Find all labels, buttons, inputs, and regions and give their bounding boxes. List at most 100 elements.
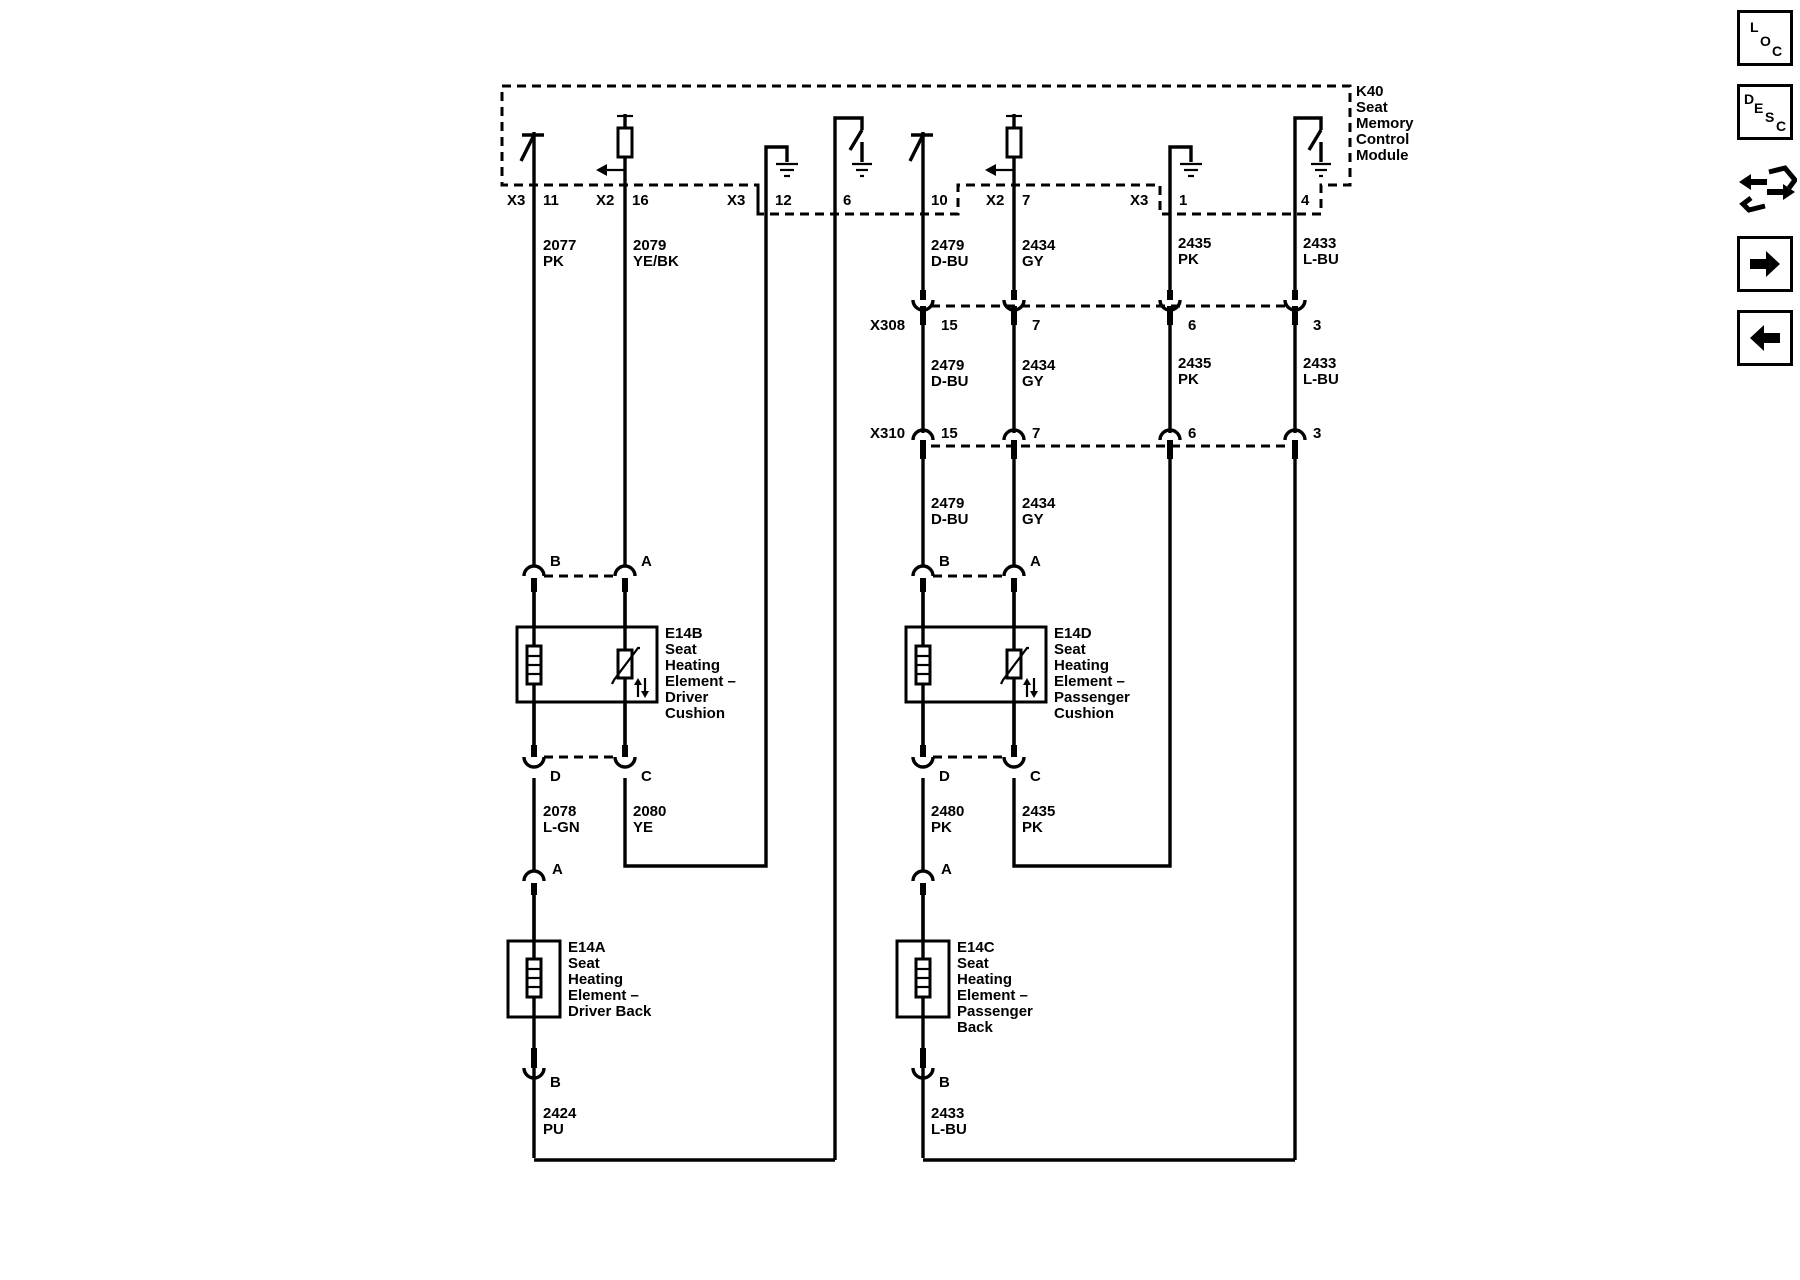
wire-2479-c-color: D-BU — [931, 511, 969, 528]
connector-x308 — [911, 290, 1307, 325]
e14b-pin-a: A — [641, 553, 652, 570]
e14b-label-4: Element – — [665, 673, 736, 690]
module-pullup-resistor-symbol-2 — [985, 114, 1023, 190]
description-letter-d: D — [1744, 91, 1755, 107]
e14a-label-4: Element – — [568, 987, 639, 1004]
connector-x310-pin-3: 6 — [1188, 425, 1196, 442]
connector-x308-pin-1: 15 — [941, 317, 958, 334]
wire-2480-num: 2480 — [931, 803, 964, 820]
wire-2434-a-num: 2434 — [1022, 237, 1056, 254]
e14b-label-6: Cushion — [665, 705, 725, 722]
e14a-label-2: Seat — [568, 955, 600, 972]
wire-2080-num: 2080 — [633, 803, 666, 820]
connector-icon[interactable] — [1737, 160, 1799, 220]
description-letter-c: C — [1776, 118, 1787, 134]
e14c-pin-b: B — [939, 1074, 950, 1091]
location-button[interactable]: L O C — [1737, 10, 1793, 66]
description-letter-s: S — [1765, 109, 1775, 125]
e14a-label-3: Heating — [568, 971, 623, 988]
e14d-label-4: Element – — [1054, 673, 1125, 690]
e14d-label-2: Seat — [1054, 641, 1086, 658]
next-button[interactable] — [1737, 236, 1793, 292]
location-letter-o: O — [1760, 33, 1771, 49]
description-button[interactable]: D E S C — [1737, 84, 1793, 140]
wire-2080-color: YE — [633, 819, 653, 836]
wire-2435-c-num: 2435 — [1022, 803, 1055, 820]
wire-2433-c-num: 2433 — [931, 1105, 964, 1122]
e14b-pin-c: C — [641, 768, 652, 785]
pin-x3-1-num: 1 — [1179, 192, 1187, 209]
pin-x3-10-num: 10 — [931, 192, 948, 209]
wire-2479-b-color: D-BU — [931, 373, 969, 390]
wire-2079-color: YE/BK — [633, 253, 679, 270]
e14d-pin-d: D — [939, 768, 950, 785]
previous-button[interactable] — [1737, 310, 1793, 366]
e14d-label-1: E14D — [1054, 625, 1092, 642]
component-e14b-box — [515, 590, 659, 745]
e14c-pin-a: A — [941, 861, 952, 878]
connector-x310-name: X310 — [870, 425, 905, 442]
connector-x310-pin-2: 7 — [1032, 425, 1040, 442]
e14c-label-3: Heating — [957, 971, 1012, 988]
pin-x3-4-num: 4 — [1301, 192, 1310, 209]
module-k40-outline — [500, 84, 1352, 216]
component-e14a-box — [506, 895, 562, 1048]
wire-2079-num: 2079 — [633, 237, 666, 254]
module-switch-symbol — [519, 132, 544, 190]
wire-2077-num: 2077 — [543, 237, 576, 254]
connector-e14d-bottom — [911, 745, 1026, 769]
wire-2434-c-num: 2434 — [1022, 495, 1056, 512]
pin-x2-16-num: 16 — [632, 192, 649, 209]
e14a-pin-a: A — [552, 861, 563, 878]
component-e14d-box — [904, 590, 1048, 745]
wire-2479-c-num: 2479 — [931, 495, 964, 512]
location-letter-c: C — [1772, 43, 1783, 59]
e14b-label-2: Seat — [665, 641, 697, 658]
wire-2433-b-color: L-BU — [1303, 371, 1339, 388]
e14a-label-1: E14A — [568, 939, 606, 956]
wire-2433-a-num: 2433 — [1303, 235, 1336, 252]
wire-2480-color: PK — [931, 819, 952, 836]
pin-x2-16-conn: X2 — [596, 192, 614, 209]
wire-2078-num: 2078 — [543, 803, 576, 820]
module-switch-symbol-2 — [908, 132, 933, 190]
e14b-pin-d: D — [550, 768, 561, 785]
wire-2479-a-color: D-BU — [931, 253, 969, 270]
e14b-label-3: Heating — [665, 657, 720, 674]
module-line-1: Seat — [1356, 99, 1388, 116]
pin-x3-12-num: 12 — [775, 192, 792, 209]
wire-2078-color: L-GN — [543, 819, 580, 836]
e14c-label-6: Back — [957, 1019, 994, 1036]
connector-x308-name: X308 — [870, 317, 905, 334]
module-pullup-resistor-symbol — [596, 114, 634, 190]
component-e14c-box — [895, 895, 951, 1048]
module-ground-symbol — [764, 145, 798, 190]
previous-arrow-icon — [1750, 325, 1780, 351]
e14d-label-5: Passenger — [1054, 689, 1130, 706]
connector-e14b-bottom — [522, 745, 637, 769]
module-name: K40 — [1356, 83, 1384, 100]
description-letter-e: E — [1754, 100, 1764, 116]
module-line-2: Memory — [1356, 115, 1414, 132]
connector-e14c-top — [911, 869, 935, 895]
connector-e14b-top — [522, 564, 637, 592]
e14b-pin-b: B — [550, 553, 561, 570]
e14c-label-4: Element – — [957, 987, 1028, 1004]
pin-x3-1-conn: X3 — [1130, 192, 1148, 209]
e14c-label-1: E14C — [957, 939, 995, 956]
wire-2434-a-color: GY — [1022, 253, 1044, 270]
connector-x308-pin-4: 3 — [1313, 317, 1321, 334]
module-line-3: Control — [1356, 131, 1409, 148]
location-letter-l: L — [1750, 19, 1759, 35]
e14d-pin-b: B — [939, 553, 950, 570]
wire-2433-b-num: 2433 — [1303, 355, 1336, 372]
e14d-label-6: Cushion — [1054, 705, 1114, 722]
connector-x310-pin-1: 15 — [941, 425, 958, 442]
module-switch-ground-symbol-2 — [1293, 116, 1331, 190]
pin-x3-12-conn: X3 — [727, 192, 745, 209]
e14a-pin-b: B — [550, 1074, 561, 1091]
e14d-label-3: Heating — [1054, 657, 1109, 674]
pin-x2-7-num: 7 — [1022, 192, 1030, 209]
wire-2433-a-color: L-BU — [1303, 251, 1339, 268]
e14b-label-1: E14B — [665, 625, 703, 642]
